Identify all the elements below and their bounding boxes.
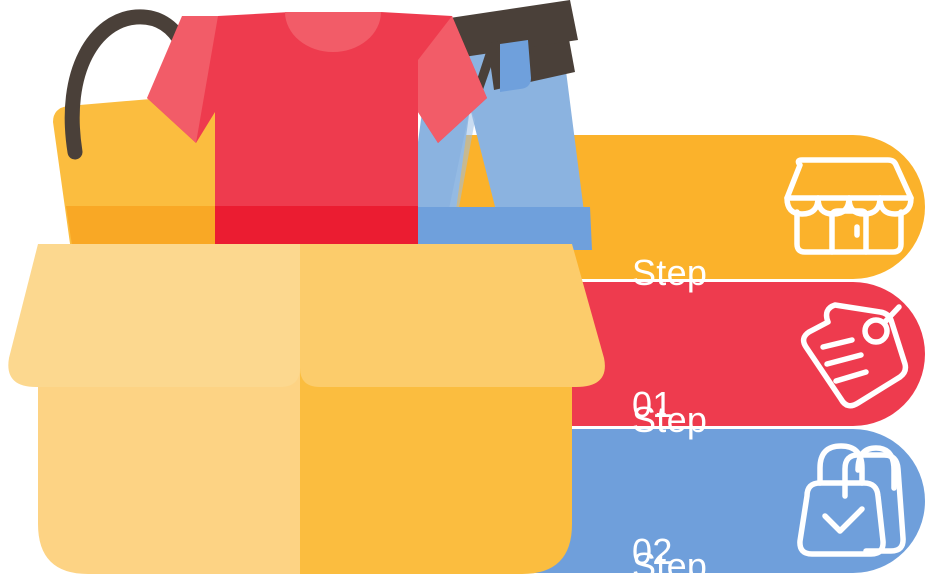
shopping-bags-check-icon: [797, 443, 906, 557]
box-flap-right: [300, 244, 605, 387]
storefront-icon: [784, 157, 914, 255]
t-shirt-illustration: [147, 12, 487, 250]
price-tag-icon: [800, 302, 909, 409]
box-flap-left: [8, 244, 301, 387]
